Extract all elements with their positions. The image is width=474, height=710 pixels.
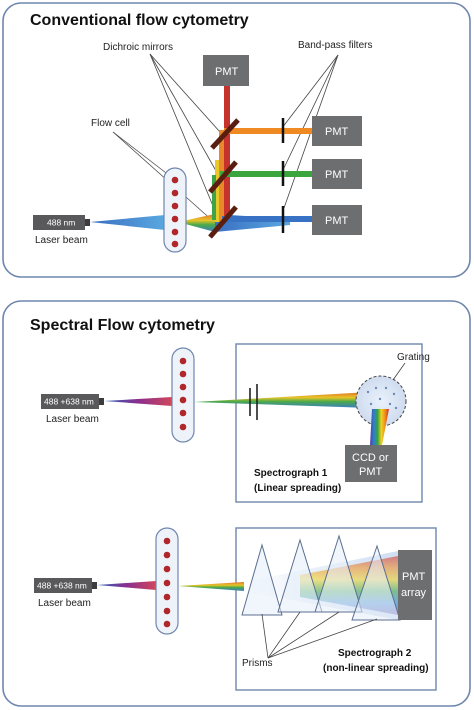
flowcell-label: Flow cell (91, 118, 130, 129)
laser-488-label: Laser beam (35, 235, 88, 246)
pmt-array-line-1: PMT (402, 571, 426, 583)
beam-to-pmt-3b (222, 216, 312, 222)
pmt-box-2 (312, 159, 362, 189)
dichroic-label: Dichroic mirrors (103, 42, 173, 53)
pmt-3-label: PMT (325, 215, 349, 227)
laser-2-body (34, 578, 92, 593)
emission-beam (178, 214, 215, 232)
beam-to-pmt-1 (224, 128, 312, 134)
laser-2-text: 488 +638 nm (37, 581, 87, 591)
laser-488-text: 488 nm (47, 218, 75, 228)
laser-1-beam (104, 397, 172, 406)
conventional-title: Conventional flow cytometry (30, 12, 249, 29)
dichroic-mirrors (208, 118, 240, 239)
dichroic-pointers (149, 53, 221, 219)
pmt-2-label: PMT (325, 169, 349, 181)
vertical-beam-green (212, 175, 216, 220)
prism-pointers (261, 611, 378, 659)
pmt-box-top (203, 55, 249, 86)
laser-2-label: Laser beam (38, 598, 91, 609)
laser-1-text: 488 +638 nm (44, 397, 94, 407)
flow-cell-particles (171, 176, 179, 248)
pmt-top-label: PMT (215, 66, 239, 78)
conventional-panel: Conventional flow cytometry Dichroic mir… (2, 2, 471, 278)
spectrograph-1-title: Spectrograph 1 (254, 468, 328, 479)
dispersed-beam-1 (370, 409, 389, 445)
pmt-1-label: PMT (325, 126, 349, 138)
dichroic-mirror-1 (210, 118, 240, 150)
pmt-array-line-2: array (401, 587, 427, 599)
spectral-beam-2 (178, 582, 244, 591)
pmt-box-3 (312, 205, 362, 235)
pmt-array-box (398, 550, 432, 620)
flow-cell-1 (171, 347, 195, 443)
prism-4 (351, 544, 401, 621)
grating-pointer (392, 362, 406, 381)
beam-to-pmt-2 (220, 171, 312, 177)
ccd-pmt-box (345, 445, 397, 482)
bandpass-label: Band-pass filters (298, 40, 372, 51)
flow-cell-1-particles (179, 357, 187, 431)
spectral-panel: Spectral Flow cytometry 488 +638 nm Lase… (2, 300, 471, 707)
laser-beam-in (90, 215, 165, 230)
laser-1-tip (99, 398, 104, 405)
laser-2-beam (97, 581, 156, 590)
laser-488-tip (85, 219, 90, 226)
laser-488-body (33, 215, 85, 230)
spectrograph-2-title: Spectrograph 2 (338, 648, 412, 659)
vertical-beam-yellow (215, 160, 219, 222)
prisms-label: Prisms (242, 658, 273, 669)
grating (355, 375, 407, 427)
slits (249, 384, 258, 420)
ccd-line-2: PMT (359, 466, 383, 478)
prisms (241, 534, 401, 621)
laser-1-label: Laser beam (46, 414, 99, 425)
spectral-beam-1 (194, 392, 370, 408)
spectrograph-1-subtitle: (Linear spreading) (254, 483, 341, 494)
ccd-line-1: CCD or (352, 452, 389, 464)
flowcell-pointers (112, 131, 215, 223)
dichroic-mirror-2 (208, 160, 238, 194)
pmt-box-1 (312, 116, 362, 146)
flow-cell-2-particles (163, 537, 171, 628)
spectral-title: Spectral Flow cytometry (30, 317, 215, 334)
vertical-beam-red (224, 86, 230, 222)
laser-2-tip (92, 582, 97, 589)
flow-cell (163, 167, 187, 253)
dichroic-mirror-3 (208, 205, 238, 239)
spectrograph-2-subtitle: (non-linear spreading) (323, 663, 429, 674)
laser-1-body (41, 394, 99, 409)
grating-label: Grating (397, 352, 430, 363)
